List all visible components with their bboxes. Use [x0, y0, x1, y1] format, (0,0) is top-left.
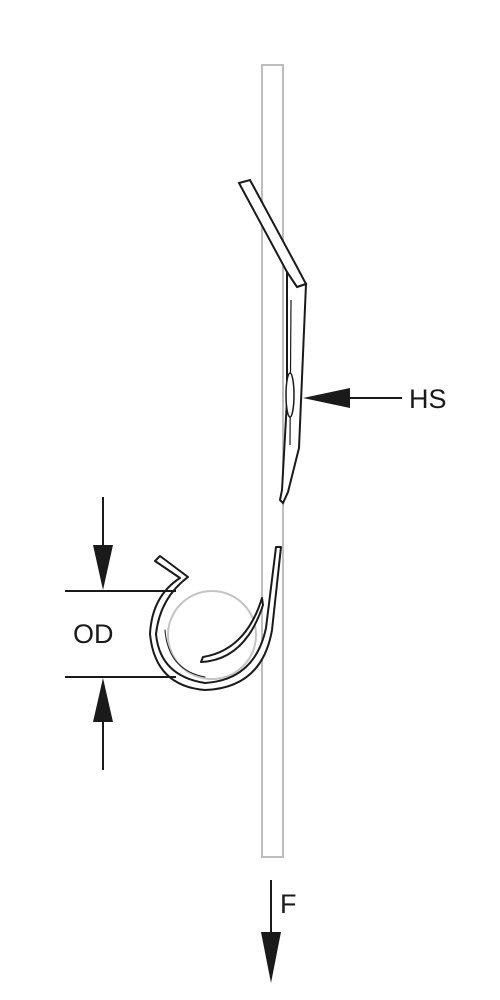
upper-clip-dimple — [285, 372, 295, 418]
hs-label: HS — [409, 384, 447, 414]
pipe — [167, 590, 257, 680]
upper-clip-tab — [237, 178, 308, 289]
vertical-plate — [261, 64, 284, 858]
lower-clip-inner-line — [164, 629, 206, 678]
lower-clip-outer — [149, 546, 282, 691]
lower-clip-tongue — [200, 597, 264, 663]
od-label: OD — [73, 619, 114, 649]
od-arrow-top-head — [93, 545, 113, 590]
od-arrow-bottom-head — [93, 678, 113, 722]
od-dimension — [65, 497, 176, 770]
upper-clip — [237, 178, 308, 505]
f-label: F — [280, 889, 297, 919]
f-arrow — [261, 880, 281, 983]
hs-arrow — [303, 388, 402, 408]
lower-clip — [149, 546, 282, 691]
